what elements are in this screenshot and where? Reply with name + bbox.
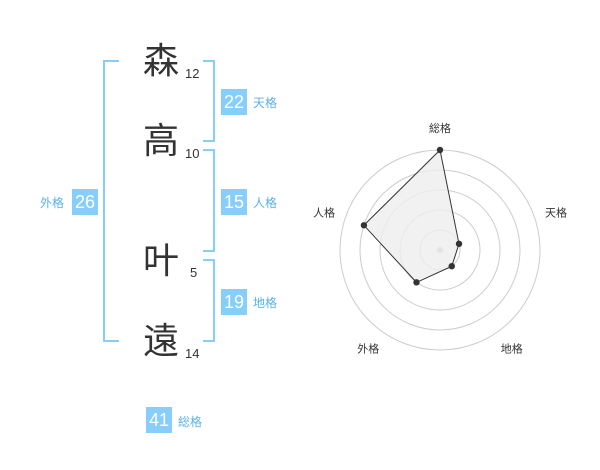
stroke-count-3: 5 — [190, 265, 198, 280]
radar-series-area — [363, 148, 460, 284]
radar-point-4 — [413, 279, 420, 286]
radar-point-1 — [436, 146, 444, 154]
radar-point-5 — [360, 222, 368, 229]
radar-axis-label-3: 地格 — [501, 342, 523, 356]
gaikaku-value: 26 — [72, 189, 98, 215]
name-char-1: 森 — [143, 41, 180, 82]
tenkaku-bracket — [203, 60, 215, 142]
stroke-count-1: 12 — [185, 66, 200, 81]
tenkaku-value: 22 — [221, 89, 247, 115]
chikaku-value: 19 — [221, 289, 247, 315]
chikaku-label: 地格 — [253, 296, 278, 310]
chikaku-bracket — [203, 259, 215, 342]
radar-axis-label-4: 外格 — [357, 342, 379, 356]
radar-point-3 — [448, 262, 455, 270]
radar-axis-label-2: 天格 — [545, 205, 567, 219]
name-char-3: 叶 — [143, 241, 180, 282]
stroke-count-2: 10 — [185, 146, 200, 161]
jinkaku-value: 15 — [221, 189, 247, 215]
jinkaku-bracket — [203, 149, 215, 252]
gaikaku-bracket — [103, 60, 119, 342]
tenkaku-label: 天格 — [253, 96, 278, 110]
soukaku-label: 総格 — [178, 415, 203, 429]
radar-axis-label-5: 人格 — [313, 205, 335, 219]
radar-point-2 — [455, 240, 463, 248]
radar-axis-label-1: 総格 — [429, 121, 451, 135]
jinkaku-label: 人格 — [253, 196, 278, 210]
gaikaku-label: 外格 — [40, 196, 65, 210]
soukaku-value: 41 — [146, 407, 172, 433]
name-char-2: 高 — [143, 121, 180, 162]
name-char-4: 遠 — [143, 321, 180, 362]
stroke-count-4: 14 — [185, 346, 200, 361]
